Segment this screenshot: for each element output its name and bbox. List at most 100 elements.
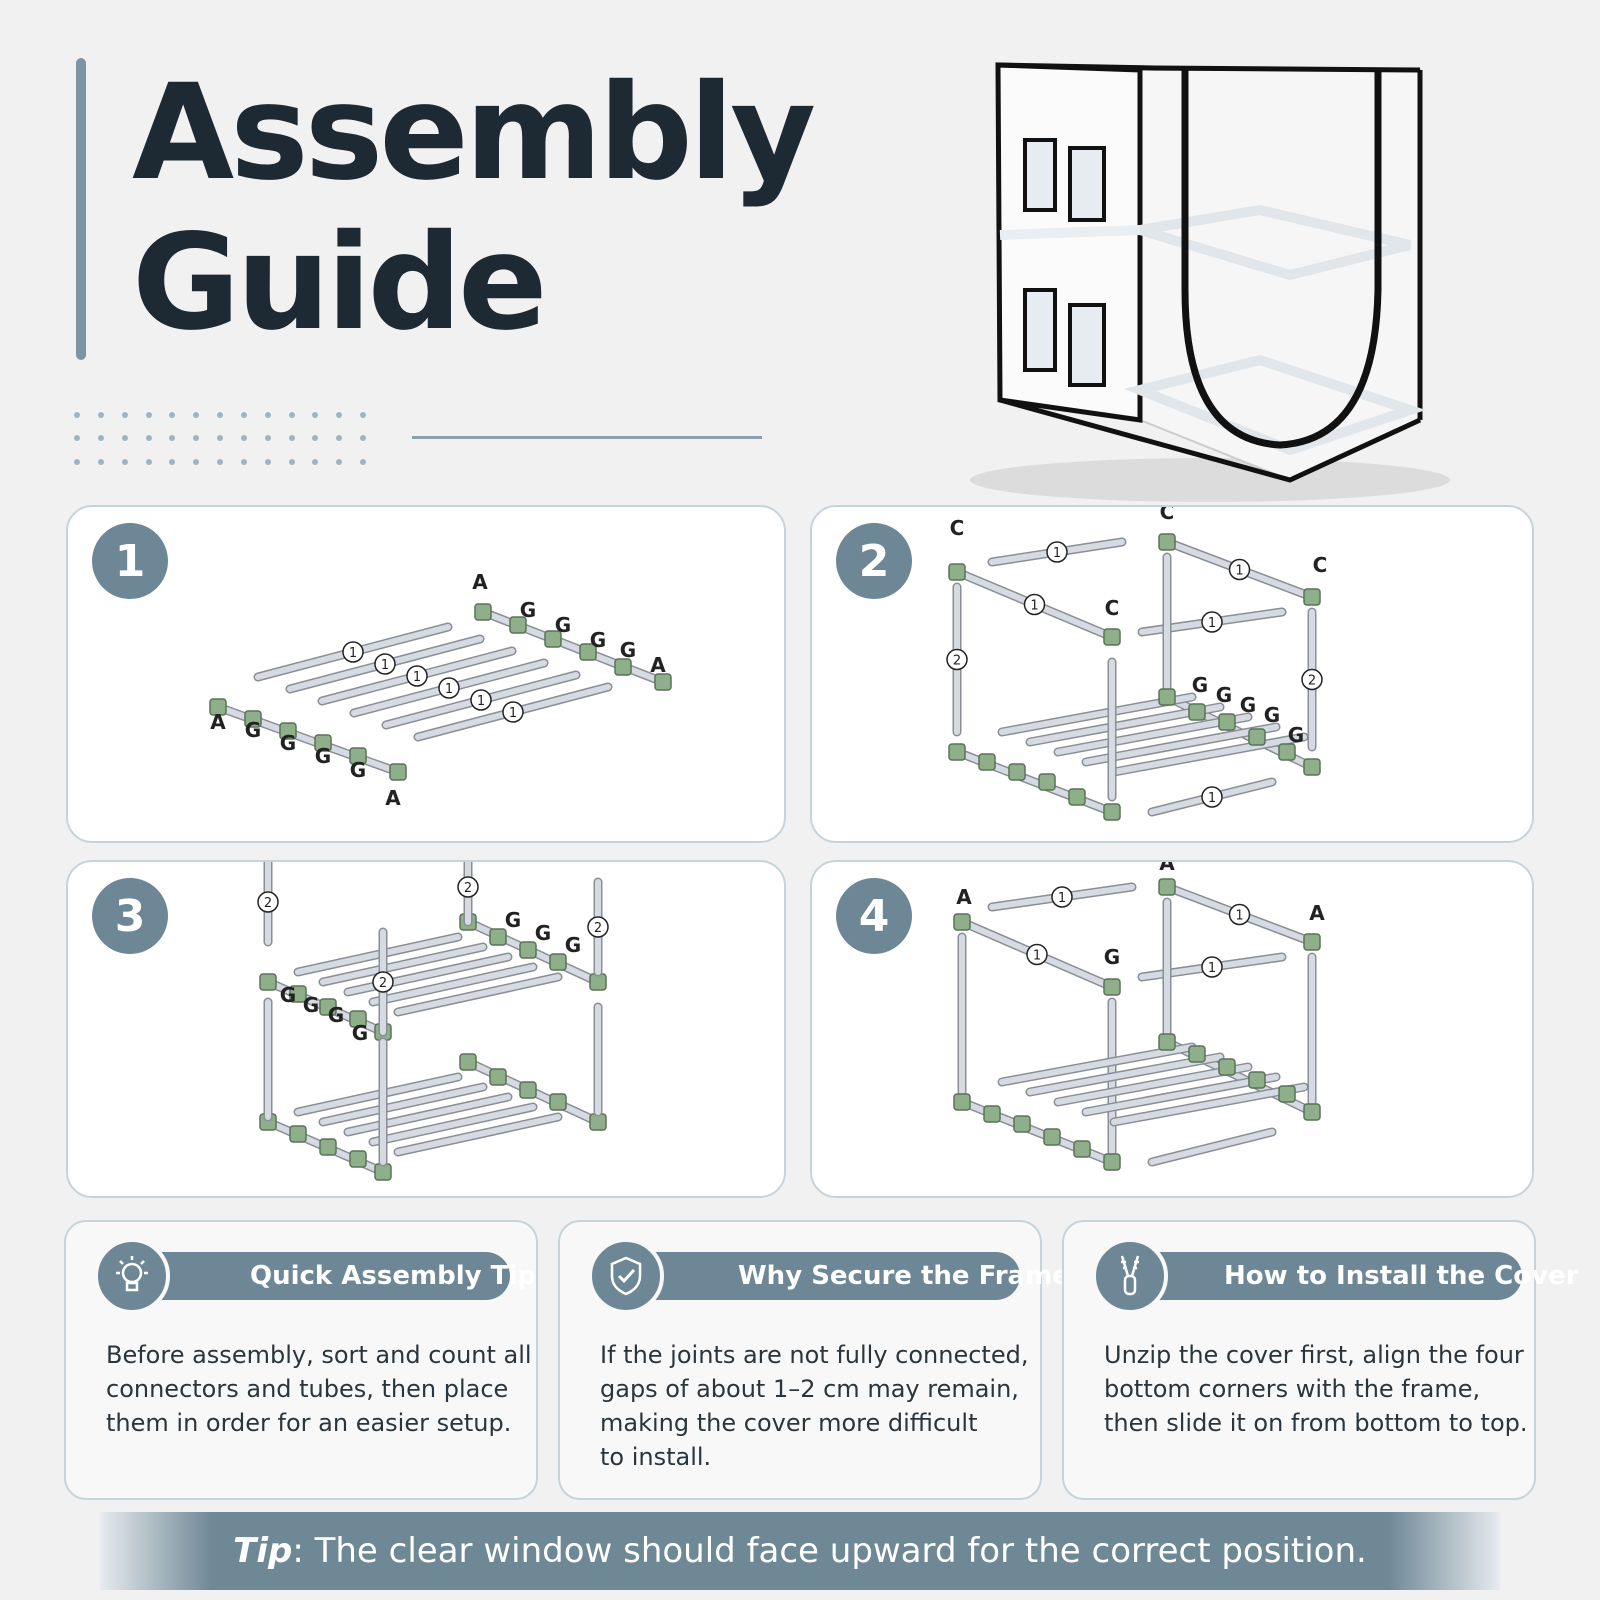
decorative-dot [74,458,80,465]
connector-label: G [565,933,581,957]
connector [1073,1140,1091,1158]
connector [1248,728,1266,746]
connector [1218,713,1236,731]
tip-line: gaps of about 1–2 cm may remain, [600,1375,1019,1403]
connector [549,1093,567,1111]
tip-body: Unzip the cover first, align the four bo… [1104,1338,1528,1440]
tube-number: 1 [445,682,453,697]
decorative-dot [312,435,319,442]
connector [519,1081,537,1099]
lightbulb-icon [94,1238,170,1314]
tube [320,1084,486,1125]
tube-number-circle [1201,786,1223,808]
connector-label: A [650,653,666,677]
step-number-badge: 3 [92,878,168,954]
decorative-dot-grid [74,412,384,468]
connector-label: A [472,570,488,594]
connector [509,616,527,634]
decorative-dot [288,435,295,442]
decorative-dot [264,435,271,442]
decorative-dot [360,435,367,442]
step-number-badge: 2 [836,523,912,599]
zipper-arc [1181,70,1382,449]
connector [948,743,966,761]
connector-label: G [1264,703,1280,727]
connector [1103,978,1121,996]
tube [295,934,461,975]
connector [983,1105,1001,1123]
tip-line: connectors and tubes, then place [106,1375,509,1403]
connector [209,698,227,716]
connector [1218,1058,1236,1076]
decorative-dot [97,435,104,442]
decorative-dot [169,435,176,442]
decorative-dot [264,458,271,465]
title-accent-bar [76,58,86,360]
tube-number-circle [1046,541,1068,563]
tube-number-circle [406,665,428,687]
tip-line: them in order for an easier setup. [106,1409,512,1437]
tube [370,964,536,1005]
tip-title: How to Install the Cover [1224,1261,1579,1291]
tube-number: 1 [1058,891,1066,906]
connector [1158,878,1176,896]
connector [1013,1115,1031,1133]
tube-number-circle [438,677,460,699]
tube-number-circle [342,641,364,663]
vent-window-1 [1023,138,1057,212]
tube-number-circle [946,648,968,671]
decorative-dot [312,412,319,418]
tent-bottom-edge [999,397,1422,483]
connector-label: C [1160,507,1175,524]
tube-number-circle [1228,558,1251,581]
connector-label: A [956,885,972,909]
tube [395,974,561,1015]
tube-number-circle [372,971,394,993]
decorative-dot [240,435,247,442]
shelf-upper [1138,204,1412,281]
title-line-1: Assembly [132,56,816,210]
decorative-dot [193,412,200,418]
tube-number-circle [374,653,396,675]
connector [1188,703,1206,721]
connector [244,710,262,728]
connector [349,1010,367,1028]
tube-number: 2 [594,921,602,936]
connector [1303,588,1321,606]
vent-window-4 [1068,303,1106,387]
decorative-dot [145,412,152,418]
tube-number: 1 [381,658,389,673]
connector-label: G [590,628,606,652]
decorative-dot [169,412,176,418]
tube-number: 1 [1208,791,1216,806]
tube-number: 1 [1208,961,1216,976]
connector-label: C [1105,596,1120,620]
decorative-dot [121,412,128,418]
tip-title-pill: How to Install the Cover [1112,1252,1579,1300]
connector-label: G [352,1021,368,1045]
decorative-dot [336,412,343,418]
tip-line: making the cover more difficult [600,1409,978,1437]
decorative-dot [240,458,247,465]
connector-label: A [1159,862,1175,875]
tube-number-circle [1051,886,1073,908]
tube-number-circle [1201,611,1223,633]
decorative-dot [169,458,176,465]
decorative-dot [360,412,367,418]
connector [948,563,966,581]
tube-number: 1 [1033,949,1041,964]
zipper-icon [1092,1238,1168,1314]
connector [319,998,337,1016]
decorative-dot [121,435,128,442]
connector [389,763,407,781]
connector [1278,1085,1296,1103]
connector [1103,803,1121,821]
tube [1111,734,1307,775]
tube-number: 1 [1235,564,1243,579]
tube [1027,1054,1223,1095]
tube [370,1104,536,1145]
tube-number: 1 [413,670,421,685]
connector [259,973,277,991]
decorative-dot [336,458,343,465]
